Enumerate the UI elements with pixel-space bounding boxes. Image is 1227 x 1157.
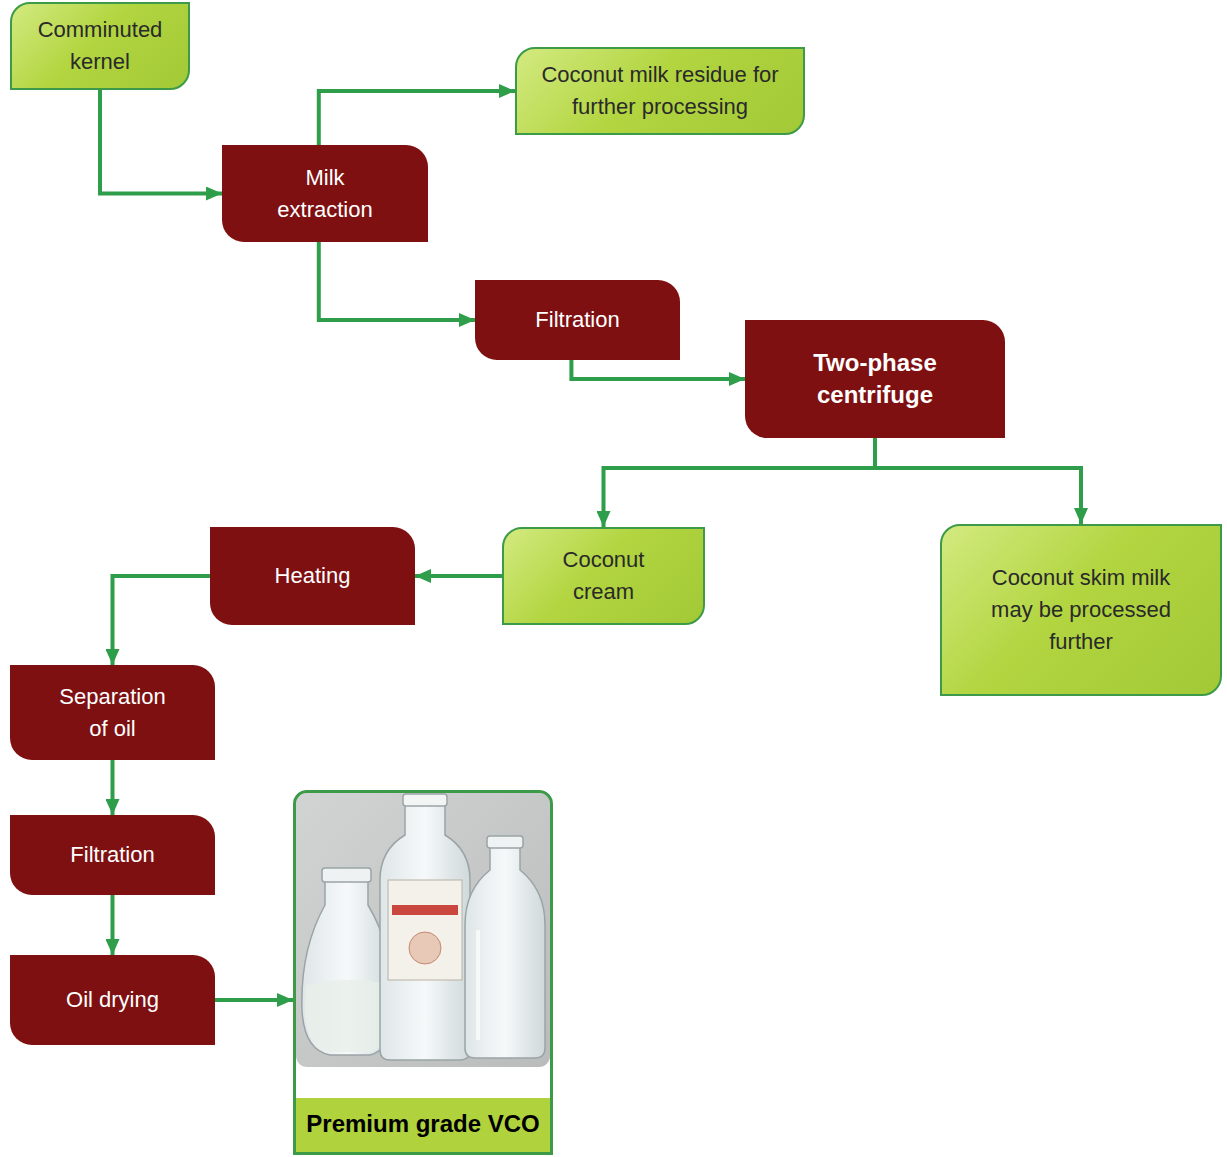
input-box: Comminuted kernel bbox=[10, 2, 190, 90]
process-box: Milk extraction bbox=[222, 145, 428, 242]
node-label: Coconut milk residue for further process… bbox=[535, 59, 785, 123]
flask-oil bbox=[305, 980, 391, 1052]
flow-arrow bbox=[571, 360, 745, 379]
tall-cap bbox=[403, 794, 447, 806]
flow-arrow bbox=[319, 242, 475, 320]
flow-arrow bbox=[111, 760, 115, 815]
flow-arrow bbox=[604, 438, 876, 527]
node-label: Coconut skim milk may be processed furth… bbox=[976, 562, 1186, 658]
product-box: Premium grade VCO bbox=[293, 790, 553, 1155]
node-label: Filtration bbox=[70, 839, 154, 871]
node-label: Comminuted kernel bbox=[25, 14, 175, 78]
process-box: Heating bbox=[210, 527, 415, 625]
bottle-label bbox=[388, 880, 462, 980]
flow-arrow bbox=[875, 438, 1081, 524]
node-label: Two-phase centrifuge bbox=[780, 347, 970, 412]
process-box: Filtration bbox=[10, 815, 215, 895]
node-label: Coconut cream bbox=[549, 544, 659, 608]
output-box: Coconut milk residue for further process… bbox=[515, 47, 805, 135]
flow-arrow bbox=[113, 576, 211, 665]
product-box: Coconut cream bbox=[502, 527, 705, 625]
node-label: Oil drying bbox=[66, 984, 159, 1016]
label-emblem bbox=[409, 932, 441, 964]
photo-ground bbox=[296, 793, 550, 1067]
flow-arrow bbox=[215, 998, 293, 1002]
flask-cap bbox=[322, 868, 371, 882]
glass-highlight bbox=[476, 930, 480, 1040]
tall-bottle bbox=[380, 800, 470, 1060]
node-label: Filtration bbox=[535, 304, 619, 336]
output-box: Coconut skim milk may be processed furth… bbox=[940, 524, 1222, 696]
process-box: Two-phase centrifuge bbox=[745, 320, 1005, 438]
flow-arrow bbox=[100, 90, 222, 194]
round-cap bbox=[487, 836, 523, 848]
process-box: Filtration bbox=[475, 280, 680, 360]
flow-arrow bbox=[319, 91, 515, 145]
process-box: Separation of oil bbox=[10, 665, 215, 760]
process-box: Oil drying bbox=[10, 955, 215, 1045]
flow-arrow bbox=[111, 895, 115, 955]
flow-arrow bbox=[415, 574, 502, 578]
node-label: Separation of oil bbox=[48, 681, 178, 745]
node-label: Heating bbox=[275, 560, 351, 592]
node-label: Milk extraction bbox=[260, 162, 390, 226]
label-stripe bbox=[392, 905, 458, 915]
product-label: Premium grade VCO bbox=[296, 1098, 550, 1152]
round-bottle bbox=[465, 845, 545, 1058]
